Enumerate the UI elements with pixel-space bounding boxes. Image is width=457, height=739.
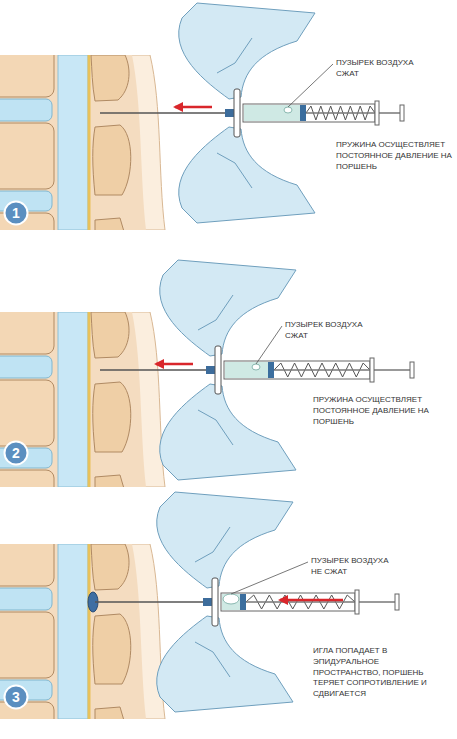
spinous-process — [91, 55, 129, 101]
note-label: ПРУЖИНА ОСУЩЕСТВЛЯЕТ ПОСТОЯННОЕ ДАВЛЕНИЕ… — [313, 395, 431, 427]
spinous-process — [93, 382, 131, 452]
plunger-rubber — [240, 594, 246, 610]
direction-arrow — [280, 599, 343, 602]
step-number: 3 — [3, 684, 29, 710]
gloved-hand — [179, 3, 315, 99]
callout-number: 1 — [3, 200, 29, 226]
spinous-process — [95, 218, 125, 230]
spinous-process — [91, 312, 129, 358]
gloved-hand — [157, 616, 293, 712]
spine-section — [0, 55, 165, 230]
vertebral-body — [0, 470, 54, 487]
leader-line — [256, 326, 282, 364]
vertebral-body — [0, 123, 54, 189]
needle — [95, 601, 203, 603]
callout-number: 2 — [3, 440, 29, 466]
spinous-process — [93, 125, 131, 195]
spinal-canal — [58, 544, 88, 719]
vertebral-body — [0, 380, 54, 446]
ligamentum-flavum — [88, 312, 91, 487]
ligamentum-flavum — [88, 55, 91, 230]
intervertebral-disc — [0, 356, 52, 378]
direction-arrow — [156, 363, 193, 366]
leader-line — [288, 64, 333, 107]
finger-line — [217, 153, 252, 188]
spinous-process — [93, 614, 131, 684]
needle — [100, 369, 206, 371]
callout-label: ПУЗЫРЕК ВОЗДУХА СЖАТ — [336, 58, 416, 80]
gloved-hand — [160, 384, 296, 480]
ligamentum-flavum — [88, 544, 91, 719]
finger-line — [198, 295, 233, 330]
grip-flange — [212, 578, 218, 626]
grip-flange — [215, 346, 221, 394]
callout-label: ПУЗЫРЕК ВОЗДУХА СЖАТ — [285, 320, 365, 342]
gloved-hand — [157, 492, 293, 588]
panel-illustration — [0, 492, 399, 739]
plunger-rod — [306, 112, 400, 114]
spinous-process — [95, 707, 125, 719]
plunger-rubber — [300, 105, 306, 121]
intervertebral-disc — [0, 588, 52, 610]
vertebral-body — [0, 612, 54, 678]
intervertebral-disc — [0, 99, 52, 121]
step-number: 1 — [3, 200, 29, 226]
vertebral-body — [0, 312, 54, 354]
air-bubble — [284, 107, 292, 113]
finger-line — [198, 410, 233, 445]
air-bubble — [223, 594, 239, 604]
panel-illustration — [0, 3, 404, 253]
saline — [222, 594, 240, 610]
gloved-hand — [160, 260, 296, 356]
spine-section — [0, 544, 165, 719]
panel-illustration — [0, 260, 414, 510]
grip-flange — [234, 89, 240, 137]
spinous-process — [95, 475, 125, 487]
spinous-process — [91, 544, 129, 590]
finger-line — [195, 527, 230, 562]
barrel-end — [355, 590, 359, 614]
barrel-end — [370, 358, 374, 382]
callout-label: ПУЗЫРЕК ВОЗДУХА НЕ СЖАТ — [311, 556, 391, 578]
step-number: 2 — [3, 440, 29, 466]
air-bubble — [252, 364, 260, 370]
saline — [225, 362, 268, 378]
finger-line — [217, 38, 252, 73]
plunger-cap — [410, 362, 414, 378]
spine-section — [0, 312, 165, 487]
direction-arrow — [175, 106, 212, 109]
spinal-canal — [58, 312, 88, 487]
plunger-rod — [246, 601, 395, 603]
plunger-rubber — [268, 362, 274, 378]
vertebral-body — [0, 55, 54, 97]
plunger-cap — [400, 105, 404, 121]
finger-line — [195, 642, 230, 677]
note-label: ИГЛА ПОПАДАЕТ В ЭПИДУРАЛЬНОЕ ПРОСТРАНСТВ… — [313, 646, 433, 700]
plunger-rod — [274, 369, 410, 371]
vertebral-body — [0, 544, 54, 586]
plunger-cap — [395, 594, 399, 610]
barrel-end — [375, 101, 379, 125]
saline — [244, 105, 300, 121]
spinal-canal — [58, 55, 88, 230]
leader-line — [231, 562, 308, 594]
note-label: ПРУЖИНА ОСУЩЕСТВЛЯЕТ ПОСТОЯННОЕ ДАВЛЕНИЕ… — [336, 140, 452, 172]
needle — [100, 112, 225, 114]
callout-number: 3 — [3, 684, 29, 710]
gloved-hand — [179, 127, 315, 223]
